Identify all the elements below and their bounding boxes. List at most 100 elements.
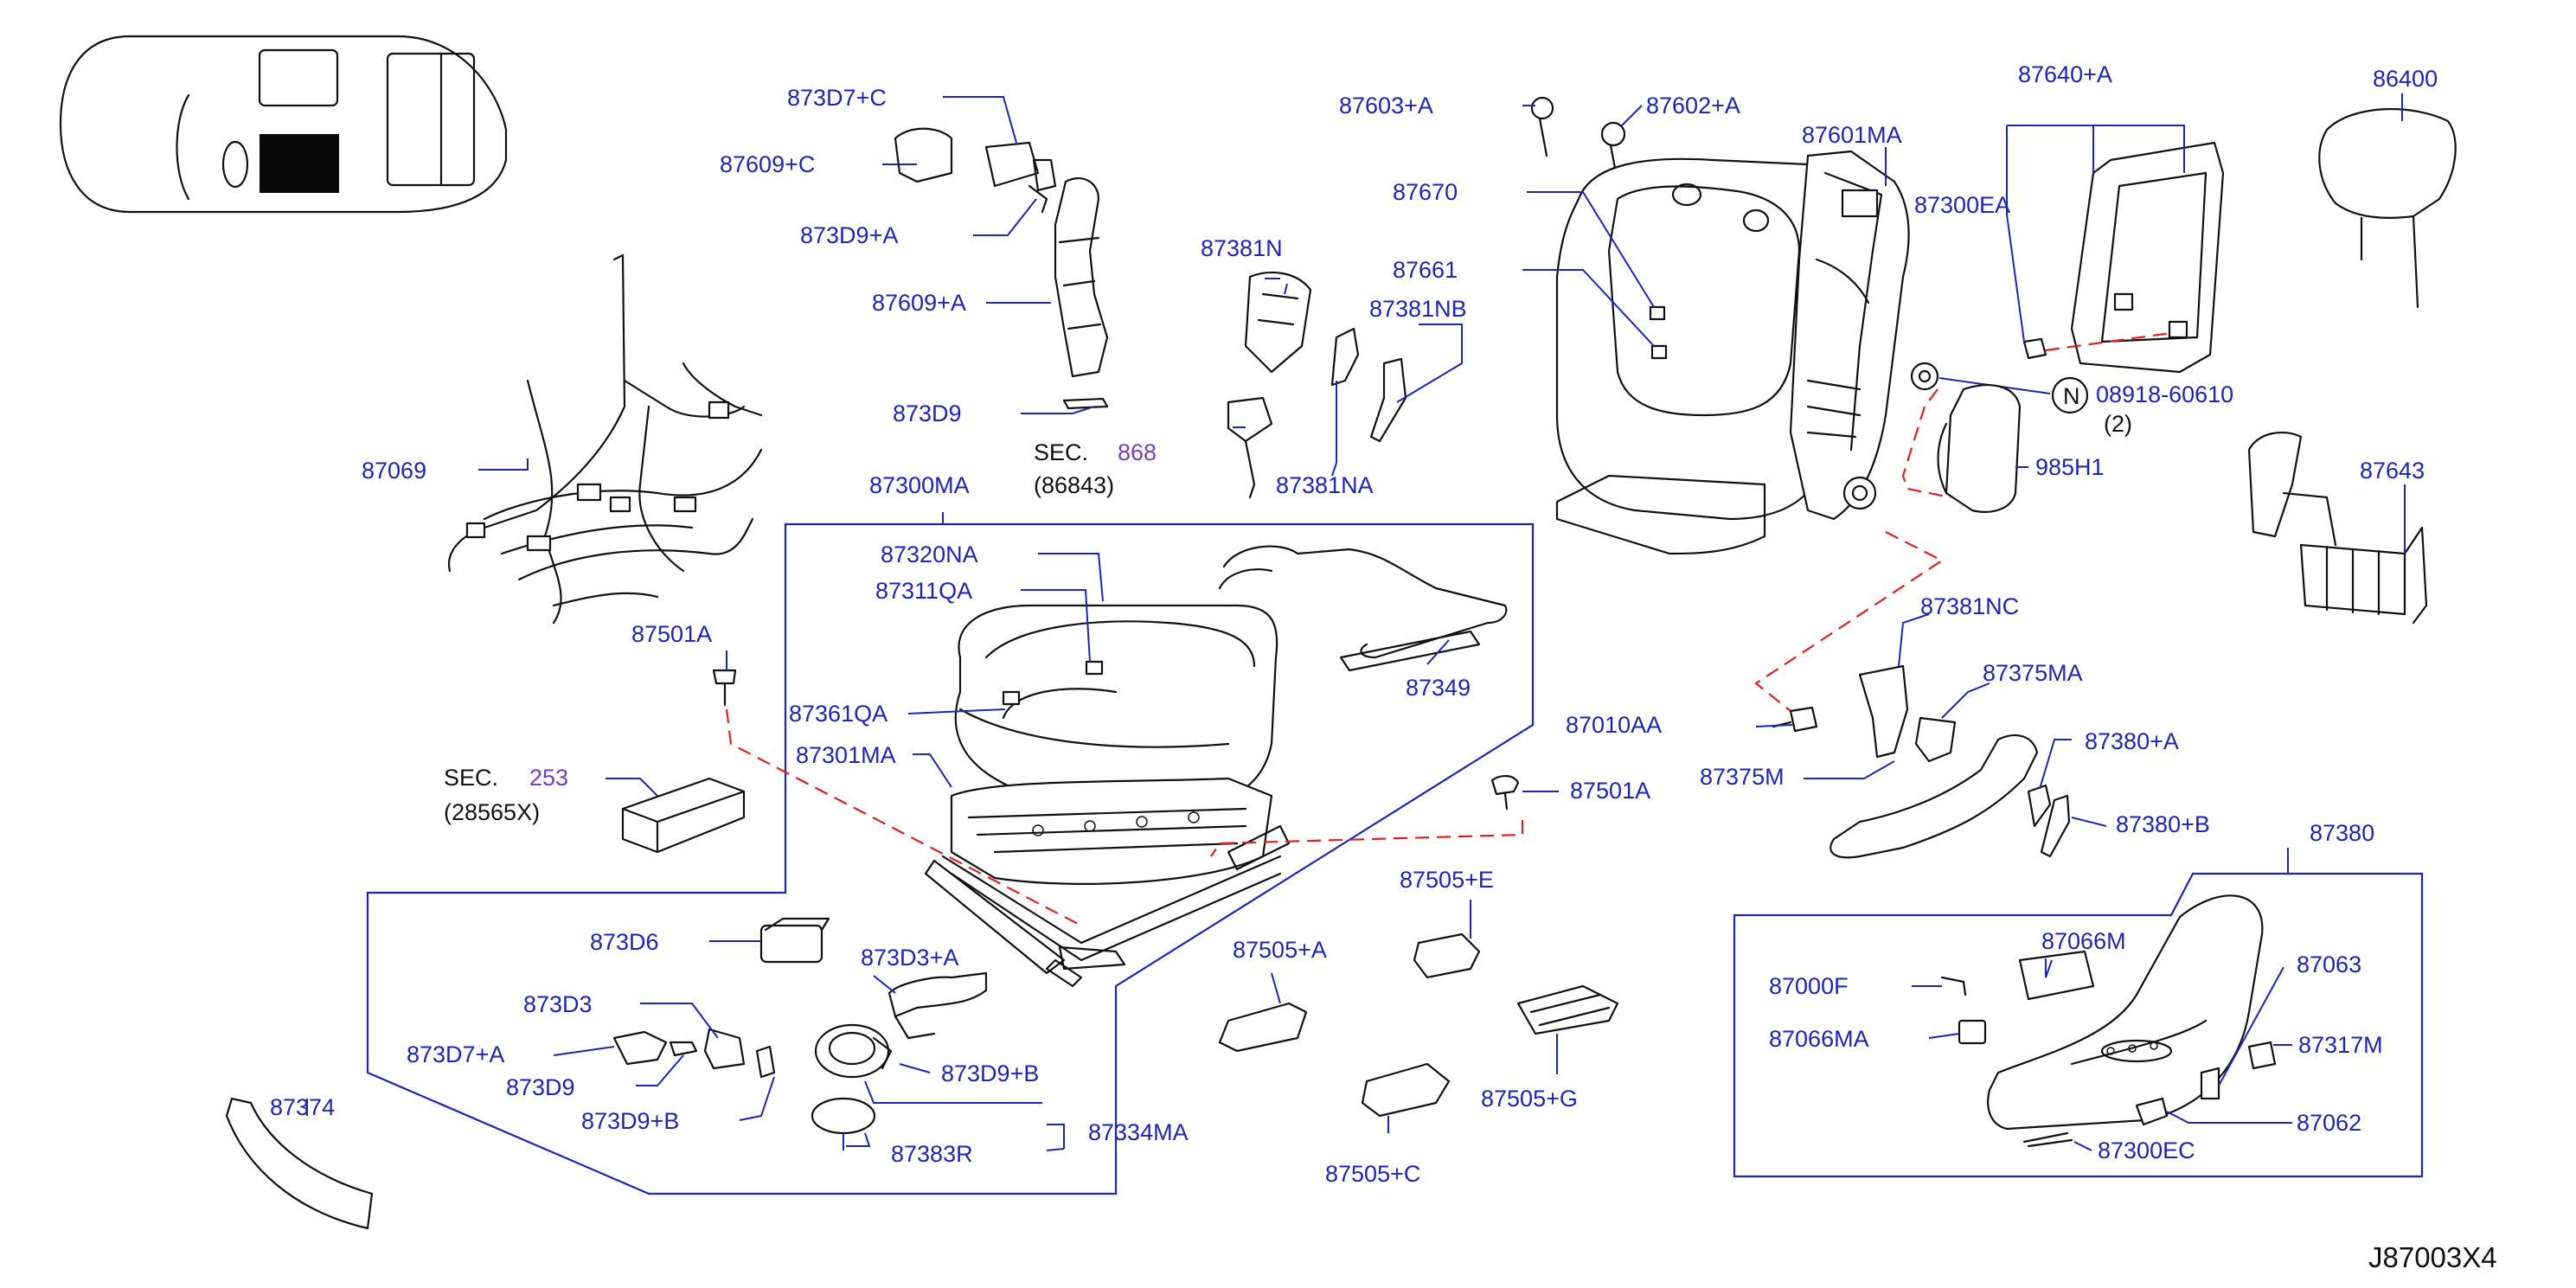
bolt-87010AA [1772, 706, 1818, 733]
label-87301MA: 87301MA [796, 742, 896, 768]
label-873D3: 873D3 [523, 991, 593, 1017]
sec253-prefix: SEC. [444, 765, 498, 791]
label-87383R: 87383R [891, 1141, 973, 1167]
label-873D9A: 873D9+A [800, 222, 898, 248]
ref-line-1 [725, 708, 1082, 926]
label-87381NB: 87381NB [1369, 296, 1467, 322]
slide-covers [1218, 932, 1619, 1118]
trim-strip-87374 [225, 1097, 374, 1230]
label-87505A: 87505+A [1233, 937, 1327, 963]
label-87375M: 87375M [1700, 764, 1785, 790]
headrest-guide-group [894, 127, 1109, 410]
sec868-prefix: SEC. [1034, 439, 1088, 465]
ref-line-3 [1901, 388, 1951, 499]
label-873D9b: 873D9 [506, 1074, 575, 1100]
nut-and-airbag [1910, 362, 2089, 513]
sec868-number: 868 [1118, 439, 1157, 465]
seat-back-frame [1789, 150, 1910, 521]
label-87505G: 87505+G [1481, 1086, 1578, 1112]
wiring-harness [447, 253, 763, 625]
label-87601MA: 87601MA [1802, 122, 1902, 148]
sec868-ref: (86843) [1034, 472, 1114, 498]
assembly-outline [366, 522, 1535, 1195]
label-87300EA: 87300EA [1914, 192, 2010, 218]
label-87380: 87380 [2310, 820, 2374, 846]
leader-lines [306, 93, 2406, 1151]
label-87380A: 87380+A [2085, 728, 2179, 754]
clip-87300EA [2022, 337, 2047, 360]
switch-parts [612, 917, 988, 1135]
label-87602A: 87602+A [1646, 93, 1740, 119]
module-28565X [621, 777, 746, 854]
label-87380B: 87380+B [2116, 811, 2210, 837]
label-87349: 87349 [1406, 675, 1471, 701]
label-87334MA: 87334MA [1088, 1119, 1189, 1145]
label-87609C: 87609+C [720, 151, 815, 177]
label-873D9B-left: 873D9+B [581, 1108, 679, 1134]
vehicle-locator [59, 35, 508, 214]
sec253-number: 253 [529, 765, 568, 791]
label-87505C: 87505+C [1325, 1161, 1420, 1187]
n-symbol [2051, 376, 2089, 414]
bolt-87501A-right [1490, 775, 1520, 811]
label-87374: 87374 [270, 1094, 335, 1120]
label-873D9: 873D9 [893, 400, 962, 426]
sec253-ref: (28565X) [444, 799, 540, 825]
label-87640A: 87640+A [2018, 61, 2112, 87]
bolt-87501A-left [712, 669, 737, 707]
label-985H1: 985H1 [2035, 454, 2105, 480]
part-labels: 873D7+C 87609+C 873D9+A 87609+A 873D9 87… [270, 61, 2497, 1273]
label-87670: 87670 [1393, 179, 1458, 205]
label-87300MA: 87300MA [869, 472, 970, 498]
label-873D6: 873D6 [590, 929, 659, 955]
label-87066MA: 87066MA [1769, 1026, 1869, 1052]
back-board-87640 [2070, 141, 2225, 374]
label-87661: 87661 [1393, 257, 1458, 283]
n-symbol-text: N [2063, 383, 2080, 409]
label-87505E: 87505+E [1400, 867, 1494, 893]
label-873D3A: 873D3+A [861, 945, 958, 971]
frame-wire-87349 [1218, 545, 1508, 672]
label-87381NC: 87381NC [1920, 593, 2019, 619]
label-87643: 87643 [2360, 458, 2425, 484]
label-87062: 87062 [2297, 1110, 2361, 1136]
headrest-86400 [2318, 107, 2457, 309]
side-finisher-87380 [1940, 894, 2277, 1148]
seat-back [1555, 157, 1847, 555]
label-87317M: 87317M [2298, 1032, 2383, 1058]
label-87609A: 87609+A [872, 290, 966, 316]
label-08918: 08918-60610 [2096, 381, 2233, 407]
label-87300EC: 87300EC [2098, 1137, 2195, 1163]
highlighted-seat [260, 134, 339, 193]
label-873D7A: 873D7+A [407, 1041, 504, 1067]
label-87069: 87069 [362, 458, 426, 484]
seat-cushion [954, 604, 1278, 809]
label-87501A-left: 87501A [631, 621, 712, 647]
qty-note: (2) [2104, 411, 2132, 437]
ref-line-4 [1754, 531, 1945, 712]
cushion-frame [924, 777, 1291, 988]
label-87066M: 87066M [2041, 928, 2126, 954]
label-87501A-right: 87501A [1570, 778, 1650, 804]
lumbar-87643 [2247, 431, 2428, 625]
label-873D9B-right: 873D9+B [941, 1061, 1039, 1086]
label-86400: 86400 [2373, 66, 2438, 92]
outer-finisher-group [1829, 664, 2071, 859]
label-87010AA: 87010AA [1566, 712, 1662, 738]
side-trim-panels [1244, 271, 1407, 443]
label-87063: 87063 [2297, 952, 2361, 977]
label-87320NA: 87320NA [881, 541, 978, 567]
label-87311QA: 87311QA [875, 578, 972, 604]
label-873D7C: 873D7+C [787, 85, 887, 111]
label-87381NA: 87381NA [1276, 472, 1374, 498]
label-87381N: 87381N [1201, 235, 1283, 261]
label-87000F: 87000F [1769, 973, 1849, 999]
label-87361QA: 87361QA [789, 701, 888, 727]
label-87603A: 87603+A [1339, 93, 1433, 119]
diagram-id: J87003X4 [2368, 1241, 2497, 1273]
label-87375MA: 87375MA [1983, 660, 2083, 686]
assembly-87380-outline [1733, 872, 2424, 1178]
ref-line-5 [1210, 820, 1524, 857]
